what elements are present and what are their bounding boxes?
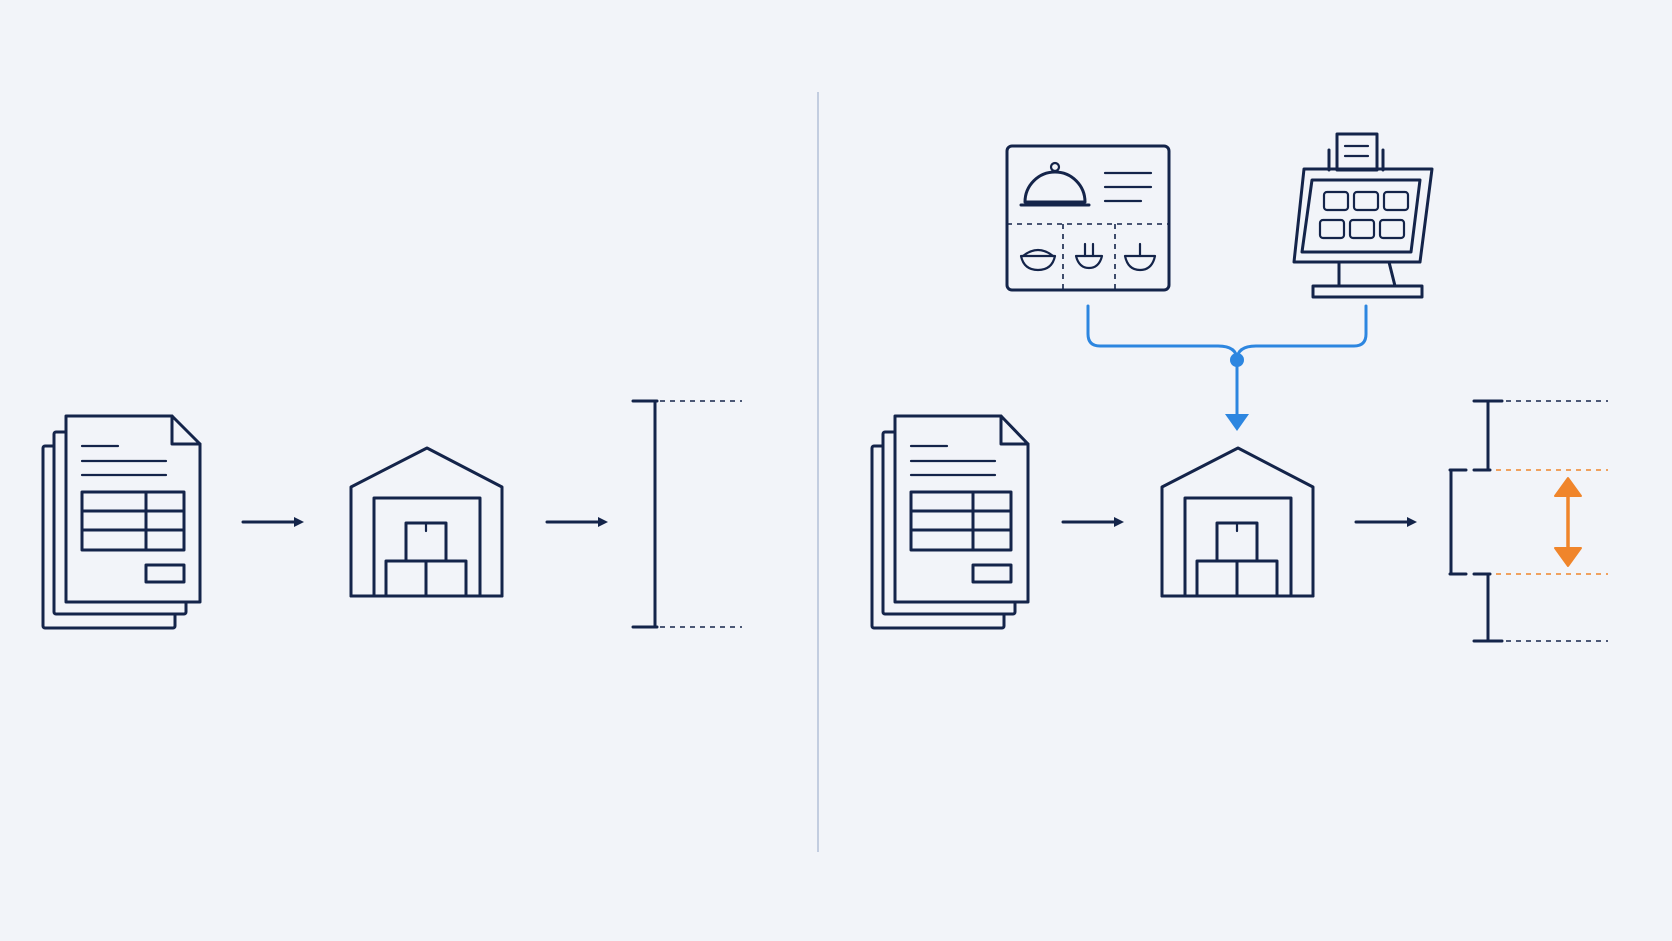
- bowl-icon: [1019, 248, 1057, 272]
- dish-icon: [1074, 242, 1104, 270]
- before-panel: [41, 399, 742, 630]
- bowl-icon: [1123, 242, 1157, 272]
- pos-terminal-icon: [1292, 132, 1434, 299]
- menu-board-icon: [1005, 144, 1171, 292]
- warehouse-icon: [349, 446, 504, 598]
- documents-icon: [870, 414, 1030, 630]
- warehouse-icon: [1160, 446, 1315, 598]
- range-bracket-icon: [631, 399, 742, 629]
- documents-icon: [41, 414, 202, 630]
- arrow-down-icon: [1225, 414, 1249, 431]
- narrowed-range-bracket-icon: [1448, 399, 1608, 643]
- double-arrow-icon: [1554, 477, 1582, 567]
- cloche-icon: [1019, 161, 1091, 207]
- data-feed-connector: [1086, 304, 1368, 431]
- after-panel: [870, 132, 1608, 643]
